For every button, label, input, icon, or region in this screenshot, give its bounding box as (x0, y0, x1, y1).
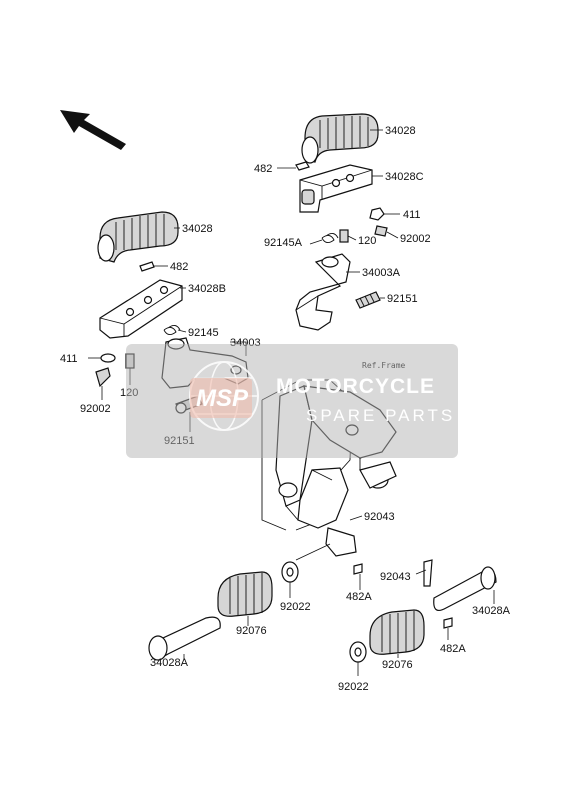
watermark-title: MOTORCYCLE (276, 375, 435, 398)
pin-92043-right (423, 559, 433, 587)
label-34028A-left: 34028A (150, 657, 189, 669)
pin-482-left (139, 261, 155, 272)
label-92022-bottom: 92022 (338, 681, 369, 693)
washer-92022-right (349, 641, 367, 663)
bolt-120-right (339, 229, 349, 243)
step-34028A-right (433, 566, 497, 611)
rubber-footpeg-top-right (301, 113, 379, 164)
label-34028-left: 34028 (182, 223, 213, 235)
label-92151-right: 92151 (387, 293, 418, 305)
label-120-right: 120 (358, 235, 376, 247)
label-34028C: 34028C (385, 171, 424, 183)
label-34028-top: 34028 (385, 125, 416, 137)
footpeg-bracket-34028B (99, 279, 183, 339)
label-92076-left: 92076 (236, 625, 267, 637)
label-92076-right: 92076 (382, 659, 413, 671)
watermark-subtitle: SPARE PARTS (306, 406, 455, 425)
label-92043-right: 92043 (380, 571, 411, 583)
label-34003A: 34003A (362, 267, 401, 279)
label-92002-right: 92002 (400, 233, 431, 245)
label-34028A-right: 34028A (472, 605, 511, 617)
label-92022-left: 92022 (280, 601, 311, 613)
label-482A-right: 482A (440, 643, 466, 655)
label-92145: 92145 (188, 327, 219, 339)
bolt-92002-left (95, 367, 111, 388)
direction-arrow-icon (60, 110, 126, 150)
label-482-top: 482 (254, 163, 272, 175)
label-92043-center: 92043 (364, 511, 395, 523)
watermark-band (126, 344, 458, 458)
spring-92145 (163, 325, 181, 335)
label-92002-left: 92002 (80, 403, 111, 415)
step-34028A-left (148, 616, 221, 661)
watermark-logo: MSP (196, 385, 249, 412)
washer-411-right (369, 207, 385, 221)
rubber-footpeg-left (97, 211, 179, 263)
rubber-92076-right (369, 609, 425, 655)
label-411-left: 411 (60, 353, 78, 365)
pin-482A-right (443, 617, 453, 629)
label-482-left: 482 (170, 261, 188, 273)
washer-411-left (100, 353, 116, 363)
bolt-92002-right (374, 225, 388, 237)
pin-482-top (295, 161, 310, 171)
spring-92145A (321, 233, 339, 243)
pin-482A-center (353, 563, 363, 575)
label-92145A: 92145A (264, 237, 303, 249)
rubber-92076-left (217, 571, 273, 617)
bolt-92151-right (355, 291, 381, 309)
label-411-right: 411 (403, 209, 421, 221)
washer-92022-left (281, 561, 299, 583)
footpeg-bracket-34028C (299, 164, 373, 213)
holder-34003A (295, 253, 351, 331)
watermark-logo-box (190, 378, 252, 418)
label-482A-center: 482A (346, 591, 372, 603)
watermark: MSP MOTORCYCLE SPARE PARTS (126, 344, 458, 458)
label-34028B: 34028B (188, 283, 226, 295)
